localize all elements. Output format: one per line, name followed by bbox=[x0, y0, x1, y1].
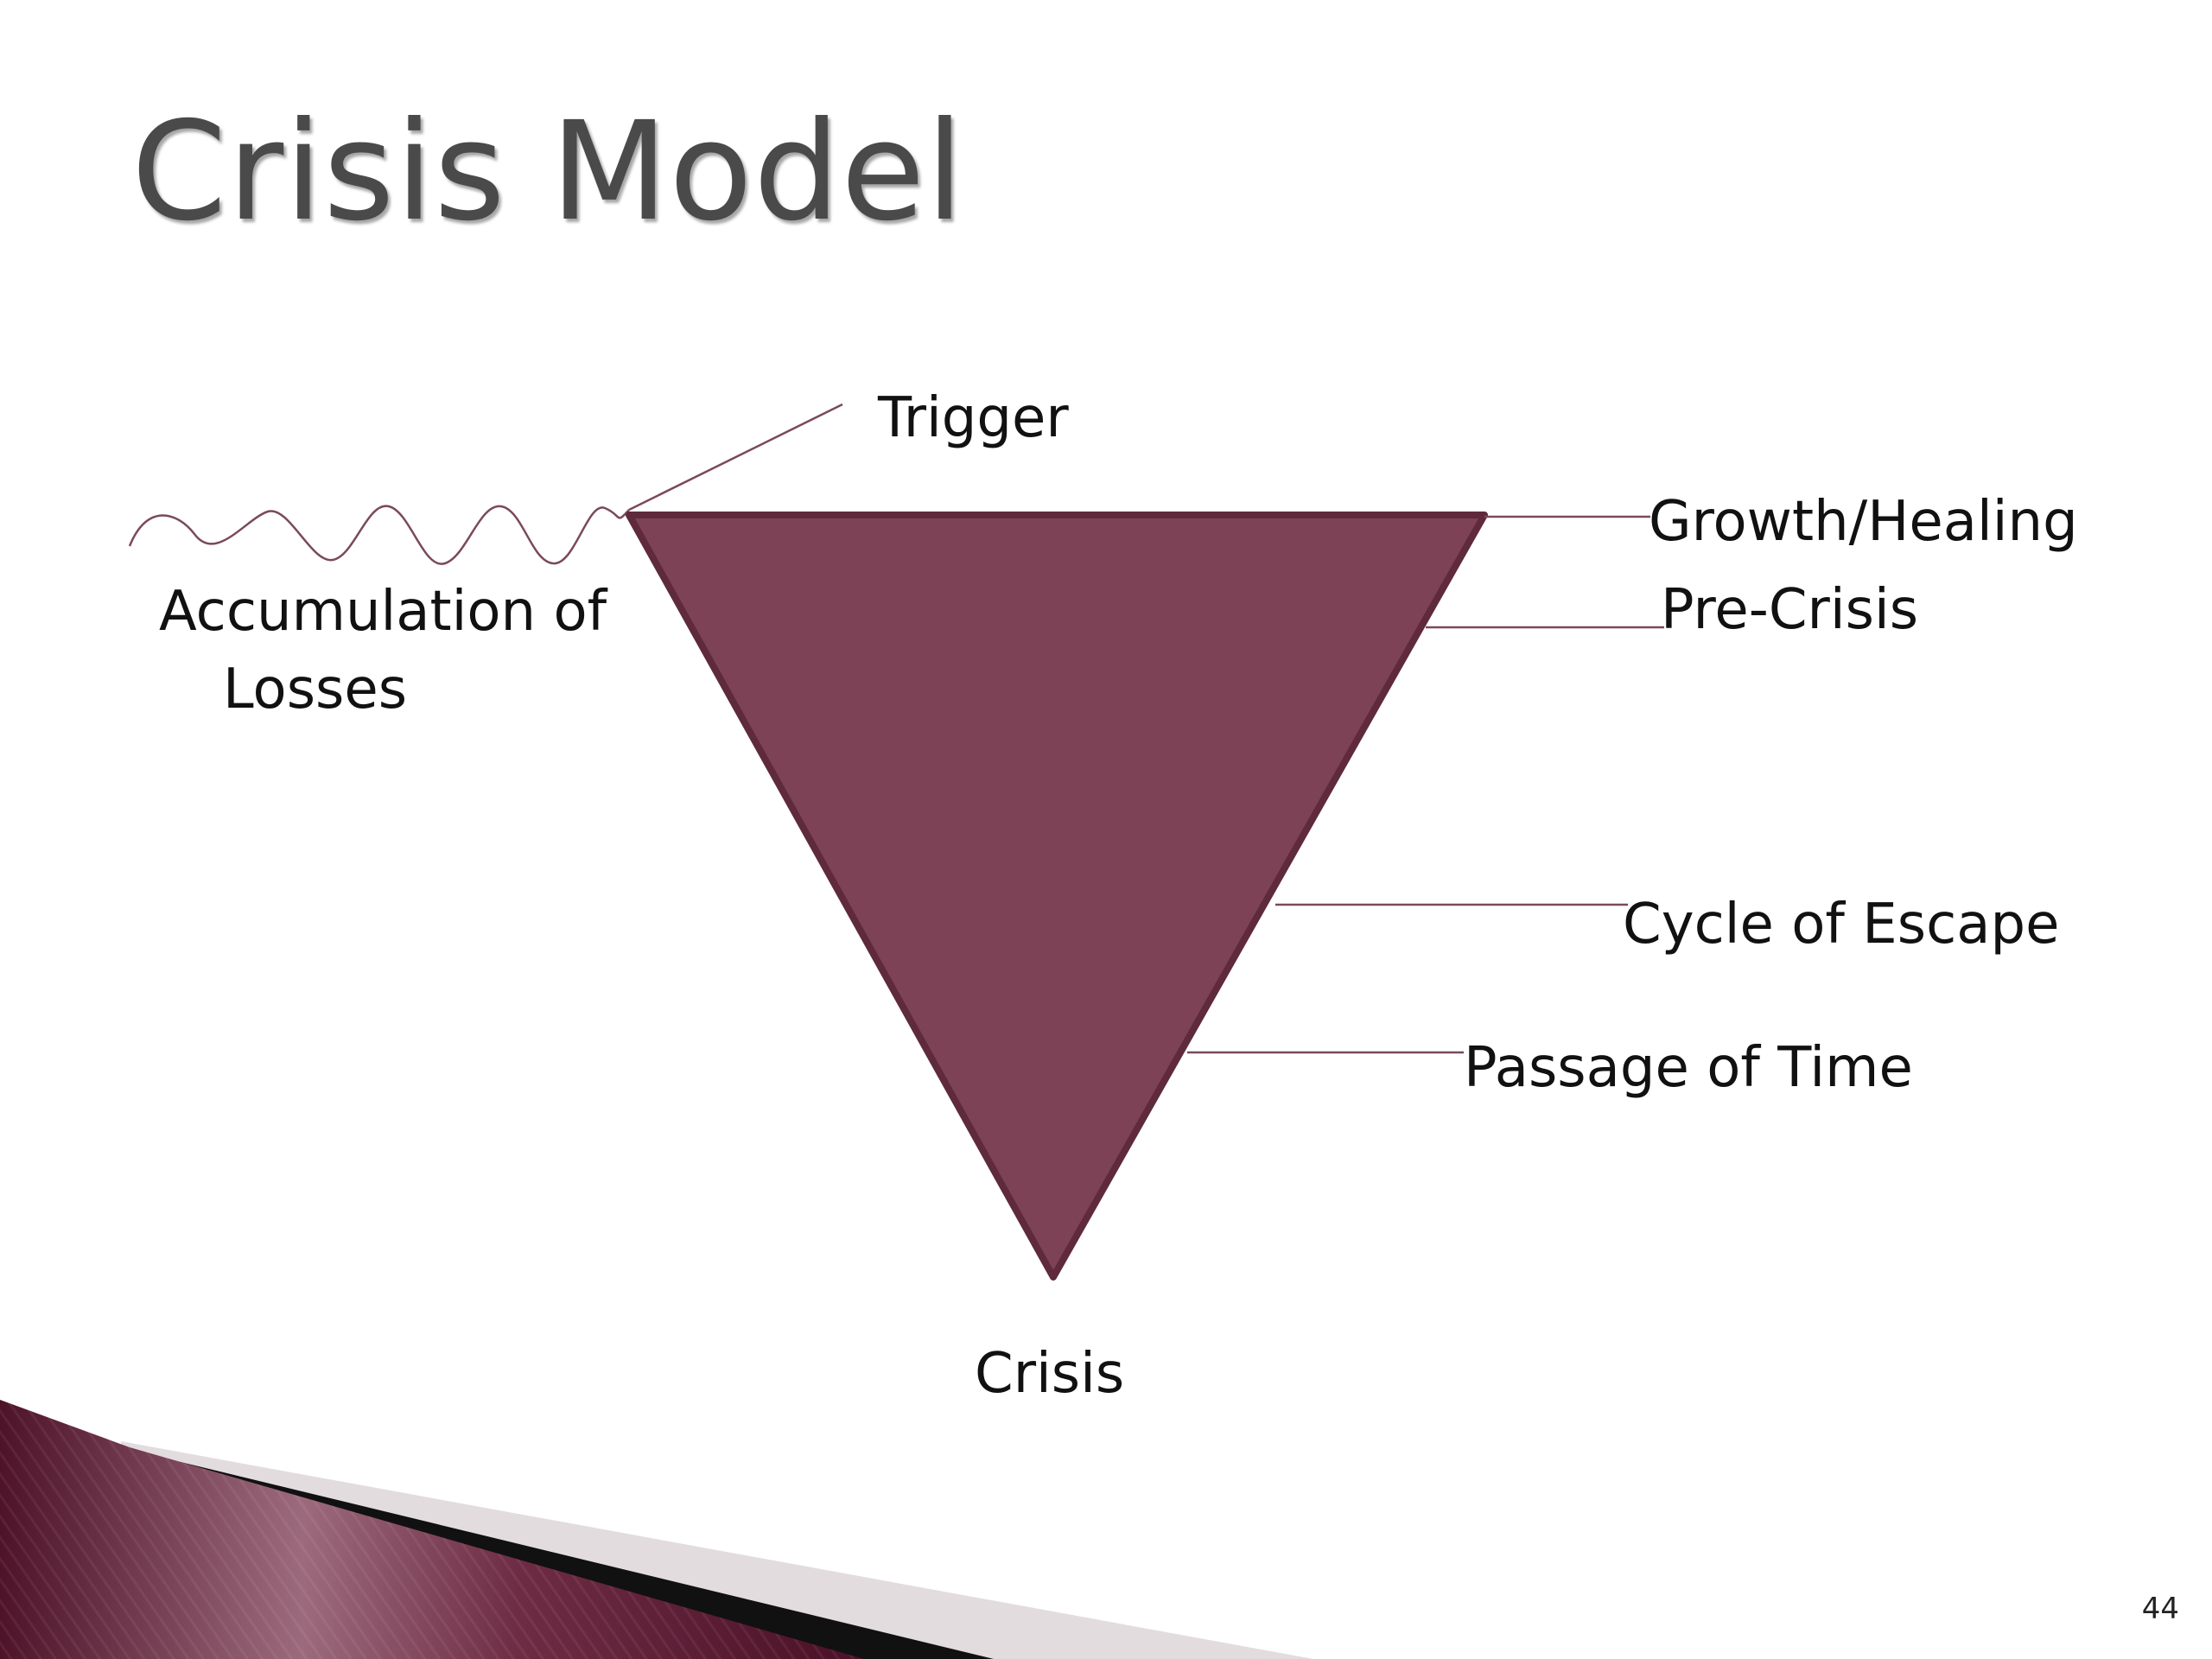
swoosh-black-band bbox=[95, 1441, 994, 1659]
swoosh-light-band bbox=[121, 1441, 1313, 1659]
swoosh-stripe-texture bbox=[0, 1400, 864, 1659]
label-cycle-of-escape: Cycle of Escape bbox=[1623, 893, 2060, 957]
footer-swoosh bbox=[0, 1400, 1313, 1659]
slide-title: Crisis Model bbox=[131, 92, 965, 251]
label-passage-of-time: Passage of Time bbox=[1464, 1036, 1913, 1100]
label-accumulation-of-losses: Accumulation of Losses bbox=[159, 574, 643, 728]
accumulation-wave bbox=[128, 505, 630, 565]
label-pre-crisis: Pre-Crisis bbox=[1661, 578, 1919, 642]
label-crisis: Crisis bbox=[975, 1342, 1125, 1406]
crisis-triangle bbox=[626, 512, 1488, 1281]
page-number: 44 bbox=[2141, 1592, 2179, 1626]
label-trigger: Trigger bbox=[878, 386, 1069, 450]
trigger-connector bbox=[628, 403, 843, 512]
label-growth-healing: Growth/Healing bbox=[1649, 490, 2078, 554]
label-accumulation-line2: Losses bbox=[223, 657, 408, 721]
label-accumulation-line1: Accumulation of bbox=[159, 580, 607, 644]
